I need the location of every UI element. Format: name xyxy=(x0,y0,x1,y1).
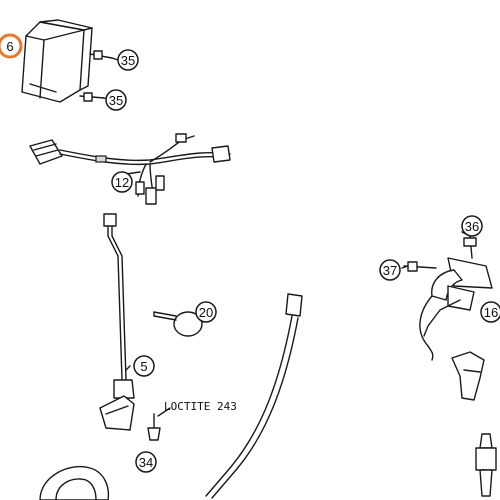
coil-bolt xyxy=(463,235,477,259)
svg-text:34: 34 xyxy=(139,455,153,470)
svg-text:6: 6 xyxy=(6,39,13,54)
loctite-note: LOCTITE 243 xyxy=(164,400,237,413)
spark-plug-cap xyxy=(451,351,485,401)
svg-text:37: 37 xyxy=(383,263,397,278)
callout-16: 16 xyxy=(480,301,500,323)
callout-37: 37 xyxy=(379,259,401,281)
callout-35-lower: 35 xyxy=(105,89,127,111)
svg-text:35: 35 xyxy=(109,93,123,108)
svg-text:16: 16 xyxy=(484,305,498,320)
ignition-coil xyxy=(419,257,493,361)
wiring-harness xyxy=(29,133,231,205)
svg-text:35: 35 xyxy=(121,53,135,68)
svg-text:20: 20 xyxy=(199,305,213,320)
cable-tie xyxy=(153,311,203,337)
coil-screw xyxy=(403,261,437,272)
callout-20: 20 xyxy=(195,301,217,323)
leader-lines xyxy=(103,57,471,417)
control-unit xyxy=(21,19,93,103)
svg-text:5: 5 xyxy=(140,359,147,374)
callout-6: 6 xyxy=(0,33,23,59)
screw-upper xyxy=(89,50,113,60)
callout-34: 34 xyxy=(135,451,157,473)
stator-ring xyxy=(39,466,110,500)
screw-lower xyxy=(79,92,105,102)
callout-5: 5 xyxy=(133,355,155,377)
callout-36: 36 xyxy=(461,215,483,237)
spark-plug xyxy=(475,433,497,497)
svg-text:12: 12 xyxy=(115,175,129,190)
callout-12: 12 xyxy=(111,171,133,193)
callout-35-upper: 35 xyxy=(117,49,139,71)
sensor-cable xyxy=(205,293,303,499)
svg-text:36: 36 xyxy=(465,219,479,234)
loctite-screw xyxy=(147,413,161,441)
ignition-cable xyxy=(99,213,135,431)
